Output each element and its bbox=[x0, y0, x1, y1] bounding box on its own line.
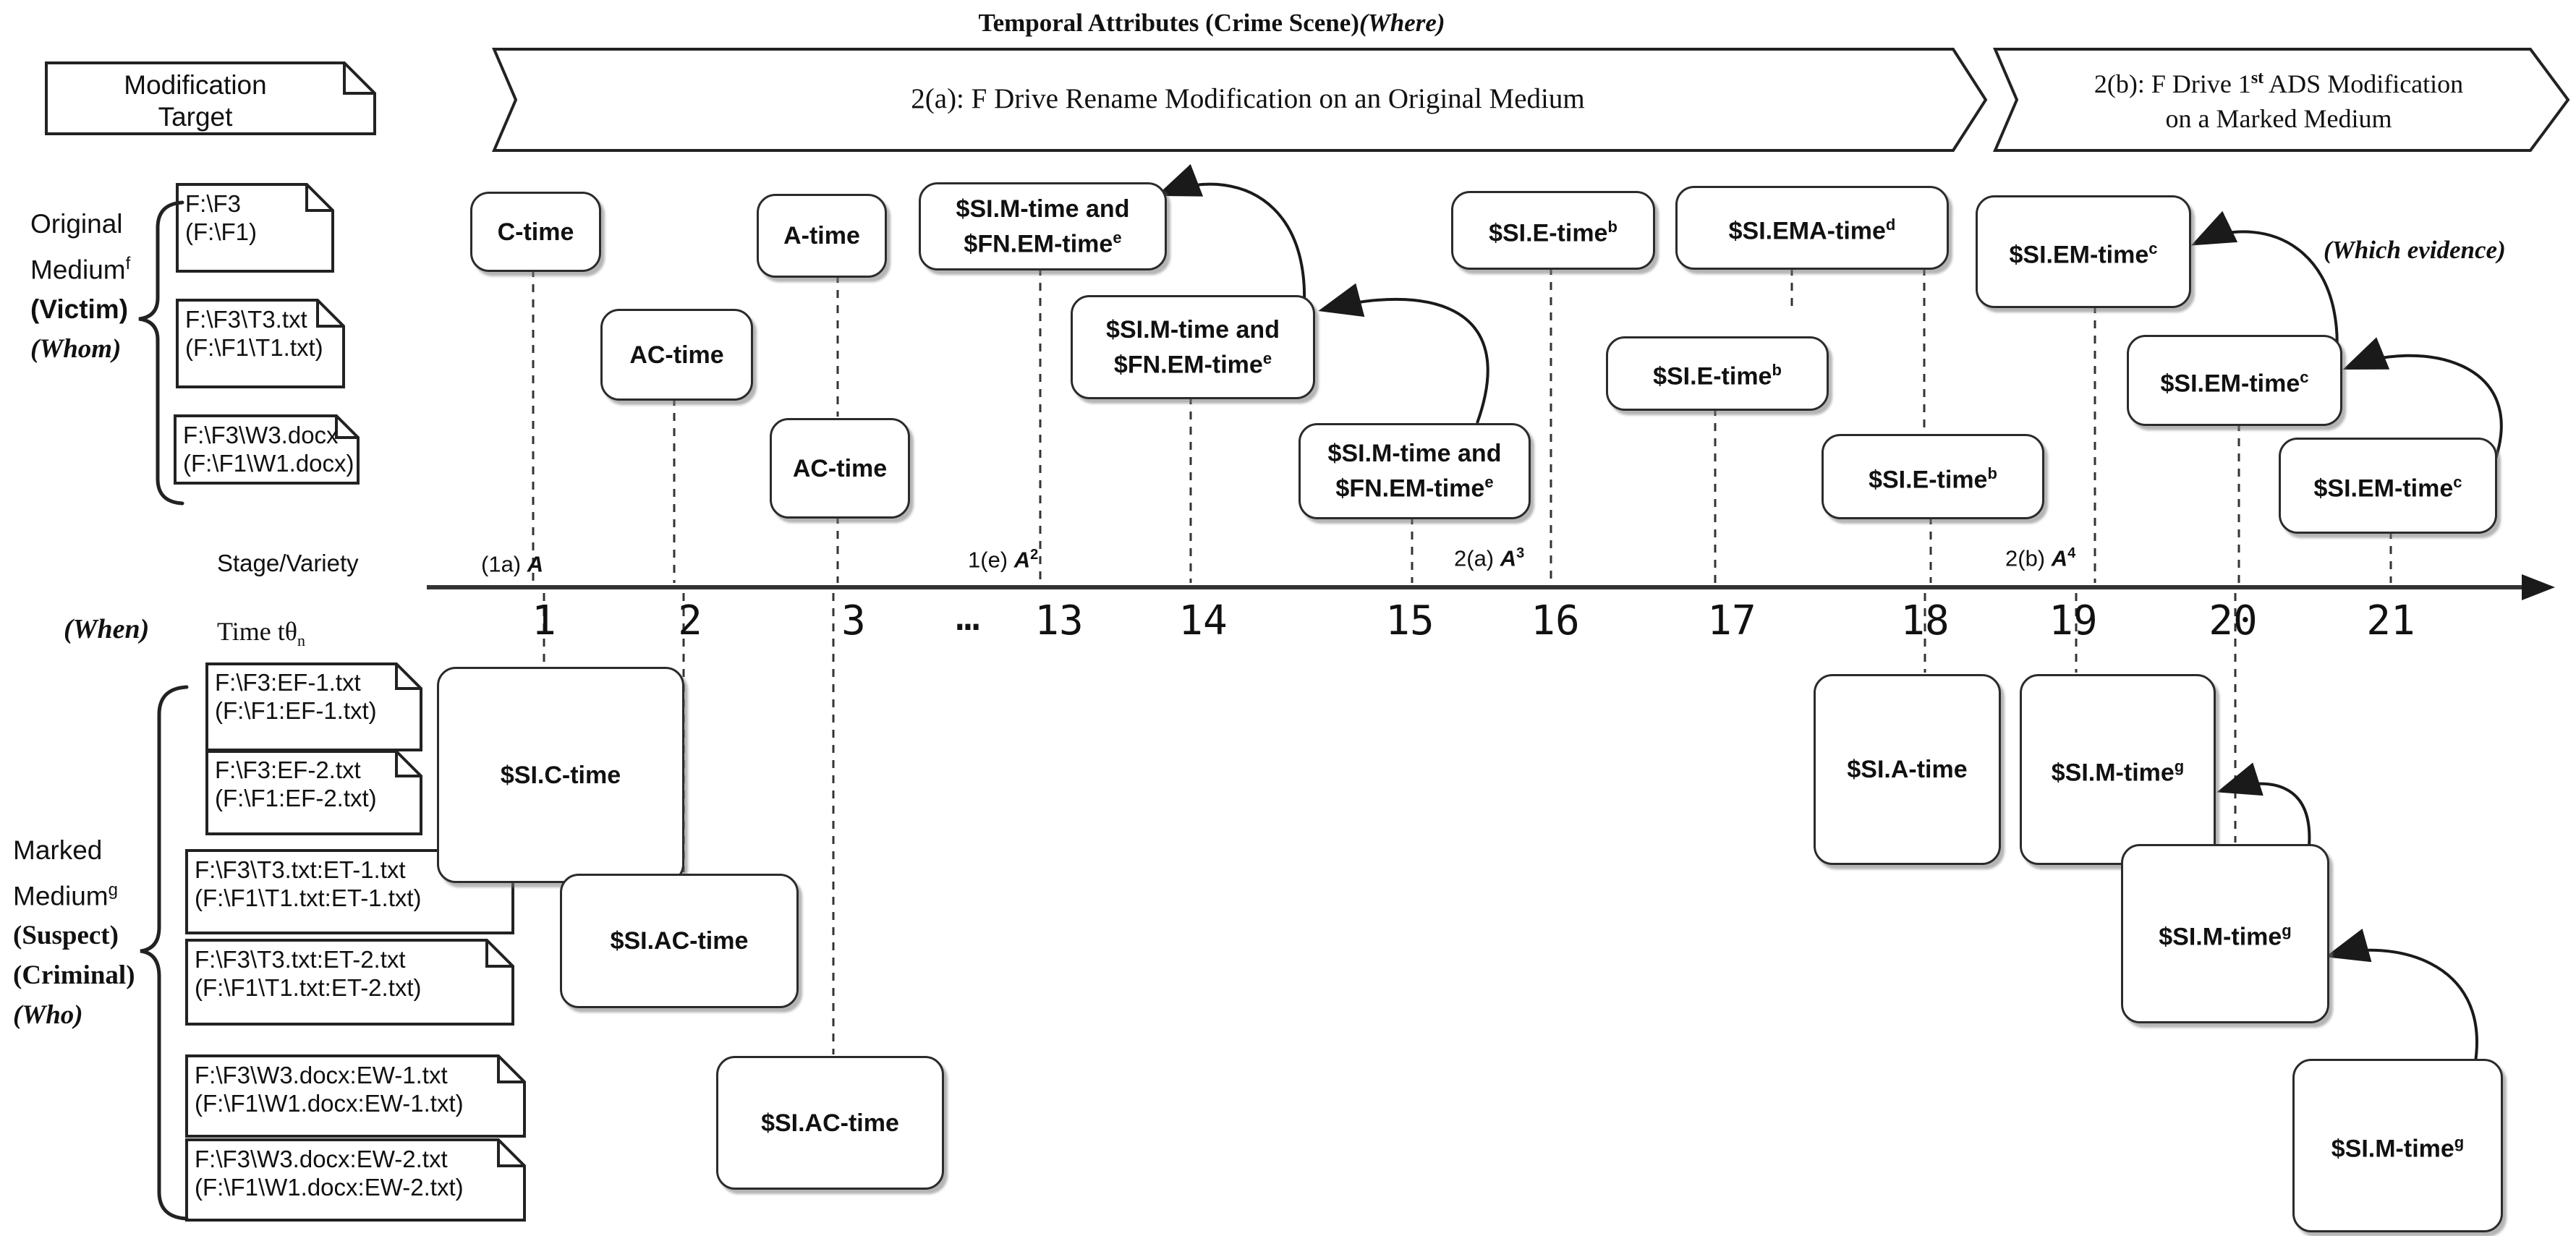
box-si-em-3: $SI.EM-timec bbox=[2279, 438, 2497, 534]
marked-medium-brace bbox=[140, 685, 189, 1221]
original-medium-label: Original Mediumf (Victim) (Whom) bbox=[30, 204, 130, 369]
marked-label-line1: Marked bbox=[13, 835, 103, 865]
marked-doc-shapes bbox=[185, 662, 526, 1222]
time-axis-label: Time tθn bbox=[217, 617, 305, 650]
box-si-m-2: $SI.M-timeg bbox=[2121, 844, 2329, 1023]
original-doc-3: F:\F3\W3.docx(F:\F1\W1.docx) bbox=[183, 422, 354, 477]
tick-3: 3 bbox=[841, 597, 866, 644]
box-si-ac-1: $SI.AC-time bbox=[560, 874, 799, 1008]
banner-2a-chevron bbox=[491, 48, 1988, 152]
tick-ellipsis: … bbox=[956, 593, 980, 640]
box-ac-time-2: AC-time bbox=[770, 418, 910, 519]
box-si-m-fn-2: $SI.M-time and$FN.EM-timee bbox=[1071, 295, 1315, 399]
modification-target-box: Modification Target bbox=[46, 69, 344, 133]
tick-19: 19 bbox=[2049, 597, 2098, 644]
marked-doc-2: F:\F3:EF-2.txt(F:\F1:EF-2.txt) bbox=[215, 756, 377, 811]
criminal-label: (Criminal) bbox=[13, 960, 135, 991]
box-a-time: A-time bbox=[757, 194, 887, 278]
marked-doc-1: F:\F3:EF-1.txt(F:\F1:EF-1.txt) bbox=[215, 669, 377, 724]
dashed-leaders bbox=[532, 267, 2392, 1054]
banner-2a-label: 2(a): F Drive Rename Modification on an … bbox=[911, 83, 1585, 114]
title-main: Temporal Attributes (Crime Scene) bbox=[978, 9, 1359, 37]
original-label-line2: Mediumf bbox=[30, 254, 131, 285]
marked-doc-6: F:\F3\W3.docx:EW-2.txt(F:\F1\W1.docx:EW-… bbox=[195, 1146, 464, 1201]
box-si-e-2: $SI.E-timeb bbox=[1606, 336, 1829, 411]
marked-doc-3: F:\F3\T3.txt:ET-1.txt(F:\F1\T1.txt:ET-1.… bbox=[195, 856, 422, 911]
marked-medium-label: Marked Mediumg (Suspect) (Criminal) (Who… bbox=[13, 830, 135, 1035]
which-evidence-label: (Which evidence) bbox=[2324, 236, 2506, 264]
original-doc-1: F:\F3(F:\F1) bbox=[185, 190, 257, 245]
banner-2b-chevron bbox=[1992, 48, 2570, 152]
stage-1a: (1a) A bbox=[481, 551, 544, 577]
who-label: (Who) bbox=[13, 1000, 83, 1031]
stage-1e: 1(e) A2 bbox=[968, 547, 1039, 573]
title-where: (Where) bbox=[1359, 9, 1445, 37]
box-si-ema: $SI.EMA-timed bbox=[1675, 186, 1949, 270]
original-label-line1: Original bbox=[30, 209, 123, 239]
banner-2b-label: 2(b): F Drive 1st ADS Modification on a … bbox=[2025, 61, 2532, 136]
modification-target-line1: Modification bbox=[124, 70, 267, 100]
tick-18: 18 bbox=[1900, 597, 1950, 644]
tick-2: 2 bbox=[678, 597, 702, 644]
marked-doc-4: F:\F3\T3.txt:ET-2.txt(F:\F1\T1.txt:ET-2.… bbox=[195, 946, 422, 1001]
tick-13: 13 bbox=[1034, 597, 1084, 644]
tick-14: 14 bbox=[1178, 597, 1228, 644]
stage-2a: 2(a) A3 bbox=[1454, 545, 1525, 571]
box-si-m-1: $SI.M-timeg bbox=[2020, 674, 2216, 865]
tick-17: 17 bbox=[1707, 597, 1756, 644]
stage-2b: 2(b) A4 bbox=[2005, 545, 2076, 571]
tick-15: 15 bbox=[1385, 597, 1434, 644]
box-si-m-fn-1: $SI.M-time and$FN.EM-timee bbox=[919, 182, 1167, 270]
marked-label-line2: Mediumg bbox=[13, 880, 118, 911]
box-si-c: $SI.C-time bbox=[437, 667, 684, 883]
original-medium-brace bbox=[138, 200, 184, 506]
whom-label: (Whom) bbox=[30, 334, 122, 365]
tick-20: 20 bbox=[2209, 597, 2258, 644]
victim-label: (Victim) bbox=[30, 294, 129, 325]
tick-1: 1 bbox=[532, 597, 556, 644]
timeline-arrowhead bbox=[2522, 574, 2555, 600]
box-si-a: $SI.A-time bbox=[1814, 674, 2001, 865]
original-doc-2: F:\F3\T3.txt(F:\F1\T1.txt) bbox=[185, 306, 323, 361]
diagram-title: Temporal Attributes (Crime Scene)(Where) bbox=[962, 9, 1461, 38]
box-si-em-2: $SI.EM-timec bbox=[2127, 335, 2342, 426]
suspect-label: (Suspect) bbox=[13, 921, 119, 951]
box-si-m-fn-3: $SI.M-time and$FN.EM-timee bbox=[1298, 423, 1531, 519]
original-doc-shapes bbox=[174, 183, 360, 485]
box-si-ac-2: $SI.AC-time bbox=[716, 1056, 944, 1190]
box-ac-time-1: AC-time bbox=[600, 309, 753, 401]
stage-variety-label: Stage/Variety bbox=[217, 550, 359, 576]
modification-target-line2: Target bbox=[158, 102, 233, 132]
box-si-m-3: $SI.M-timeg bbox=[2292, 1059, 2503, 1232]
box-c-time: C-time bbox=[470, 192, 601, 272]
box-si-e-1: $SI.E-timeb bbox=[1451, 191, 1655, 270]
banner-2b-line1: 2(b): F Drive 1st ADS Modification bbox=[2093, 69, 2464, 98]
marked-doc-5: F:\F3\W3.docx:EW-1.txt(F:\F1\W1.docx:EW-… bbox=[195, 1062, 464, 1117]
box-si-e-3: $SI.E-timeb bbox=[1822, 434, 2044, 519]
box-si-em-1: $SI.EM-timec bbox=[1976, 195, 2191, 308]
tick-16: 16 bbox=[1531, 597, 1580, 644]
modification-target-doc-shape bbox=[45, 61, 376, 135]
banner-2b-line2: on a Marked Medium bbox=[2165, 104, 2392, 133]
when-label: (When) bbox=[64, 614, 150, 644]
tick-21: 21 bbox=[2366, 597, 2415, 644]
